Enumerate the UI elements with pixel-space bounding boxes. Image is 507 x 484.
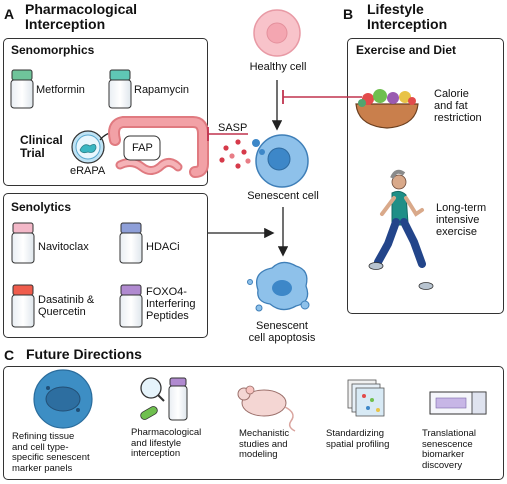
future-item-3-line3: modeling (239, 449, 278, 460)
future-item-3: Mechanistic studies and modeling (239, 428, 290, 461)
senescent-cell-label: Senescent cell (247, 190, 319, 202)
healthy-cell-icon (253, 9, 301, 57)
future-item-1-line3: specific senescent (12, 452, 90, 463)
senomorphics-title: Senomorphics (11, 43, 95, 57)
future-item-1-line4: marker panels (12, 462, 73, 474)
diet-line2: and fat (434, 100, 468, 112)
senolytics-title: Senolytics (11, 200, 72, 214)
future-item-2-line1: Pharmacological (131, 427, 202, 438)
navitoclax-label: Navitoclax (38, 241, 89, 253)
apoptotic-cell-icon (247, 261, 310, 312)
exercise-line2: intensive (436, 214, 480, 226)
senomorphics-box (3, 38, 208, 186)
panel-c-letter: C (4, 347, 15, 363)
panel-a-title-line1: Pharmacological (25, 1, 138, 17)
panel-b-title-line2: Interception (367, 16, 448, 32)
quercetin-line: Quercetin (38, 306, 86, 318)
diet-label: Calorie and fat restriction (434, 88, 482, 124)
panel-b-letter: B (343, 6, 354, 22)
future-item-1-line2: and cell type- (12, 441, 69, 453)
future-item-5-line3: biomarker (422, 449, 465, 460)
hdaci-label: HDACi (146, 241, 180, 253)
healthy-cell-label: Healthy cell (249, 61, 307, 73)
exercise-diet-title: Exercise and Diet (356, 43, 457, 57)
fap-label: FAP (132, 142, 153, 154)
panel-a-title-line2: Interception (25, 16, 106, 32)
future-item-1: Refining tissue and cell type- specific … (12, 431, 90, 474)
erapa-label: eRAPA (70, 165, 106, 177)
future-item-2-line2: and lifestyle (131, 437, 182, 449)
clinical-trial-label: Clinical Trial (20, 133, 63, 160)
future-item-4-line2: spatial profiling (326, 438, 390, 450)
apoptosis-line2: cell apoptosis (248, 332, 316, 344)
future-item-3-line1: Mechanistic (239, 428, 290, 439)
panel-a-letter: A (4, 6, 15, 22)
panel-c-title: Future Directions (26, 346, 142, 362)
sasp-label: SASP (218, 122, 248, 134)
future-item-5-line1: Translational (422, 428, 477, 439)
future-item-1-line1: Refining tissue (12, 431, 75, 442)
future-item-5: Translational senescence biomarker disco… (422, 428, 477, 471)
diet-line1: Calorie (434, 88, 469, 100)
exercise-line1: Long-term (436, 202, 487, 214)
future-item-2-line3: interception (131, 448, 181, 459)
future-item-4-line1: Standardizing (326, 428, 385, 439)
diet-line3: restriction (434, 112, 482, 124)
dasatinib-line: Dasatinib & (38, 294, 95, 306)
exercise-diet-box (347, 38, 504, 314)
apoptosis-label: Senescent cell apoptosis (236, 320, 328, 344)
dasatinib-quercetin-label: Dasatinib & Quercetin (38, 294, 94, 318)
exercise-label: Long-term intensive exercise (436, 202, 486, 238)
future-item-4: Standardizing spatial profiling (326, 428, 390, 450)
panel-b-title-line1: Lifestyle (367, 1, 424, 17)
foxo4-line2: Interfering (146, 298, 196, 310)
rapamycin-label: Rapamycin (134, 84, 190, 96)
foxo4-peptides-label: FOXO4- Interfering Peptides (146, 286, 196, 322)
metformin-label: Metformin (36, 84, 85, 96)
senolytics-box (3, 193, 208, 338)
future-item-5-line2: senescence (422, 438, 473, 450)
foxo4-line3: Peptides (146, 310, 189, 322)
future-item-3-line2: studies and (239, 438, 288, 450)
senescent-cell-icon (252, 134, 309, 188)
sasp-dots-icon (219, 139, 251, 169)
panel-b-title: Lifestyle Interception (367, 2, 447, 32)
foxo4-line1: FOXO4- (146, 286, 187, 298)
future-item-5-line4: discovery (422, 459, 463, 471)
apoptosis-line1: Senescent (256, 320, 308, 332)
exercise-line3: exercise (436, 226, 477, 238)
future-item-2: Pharmacological and lifestyle intercepti… (131, 427, 202, 460)
panel-a-title: Pharmacological Interception (25, 2, 137, 32)
